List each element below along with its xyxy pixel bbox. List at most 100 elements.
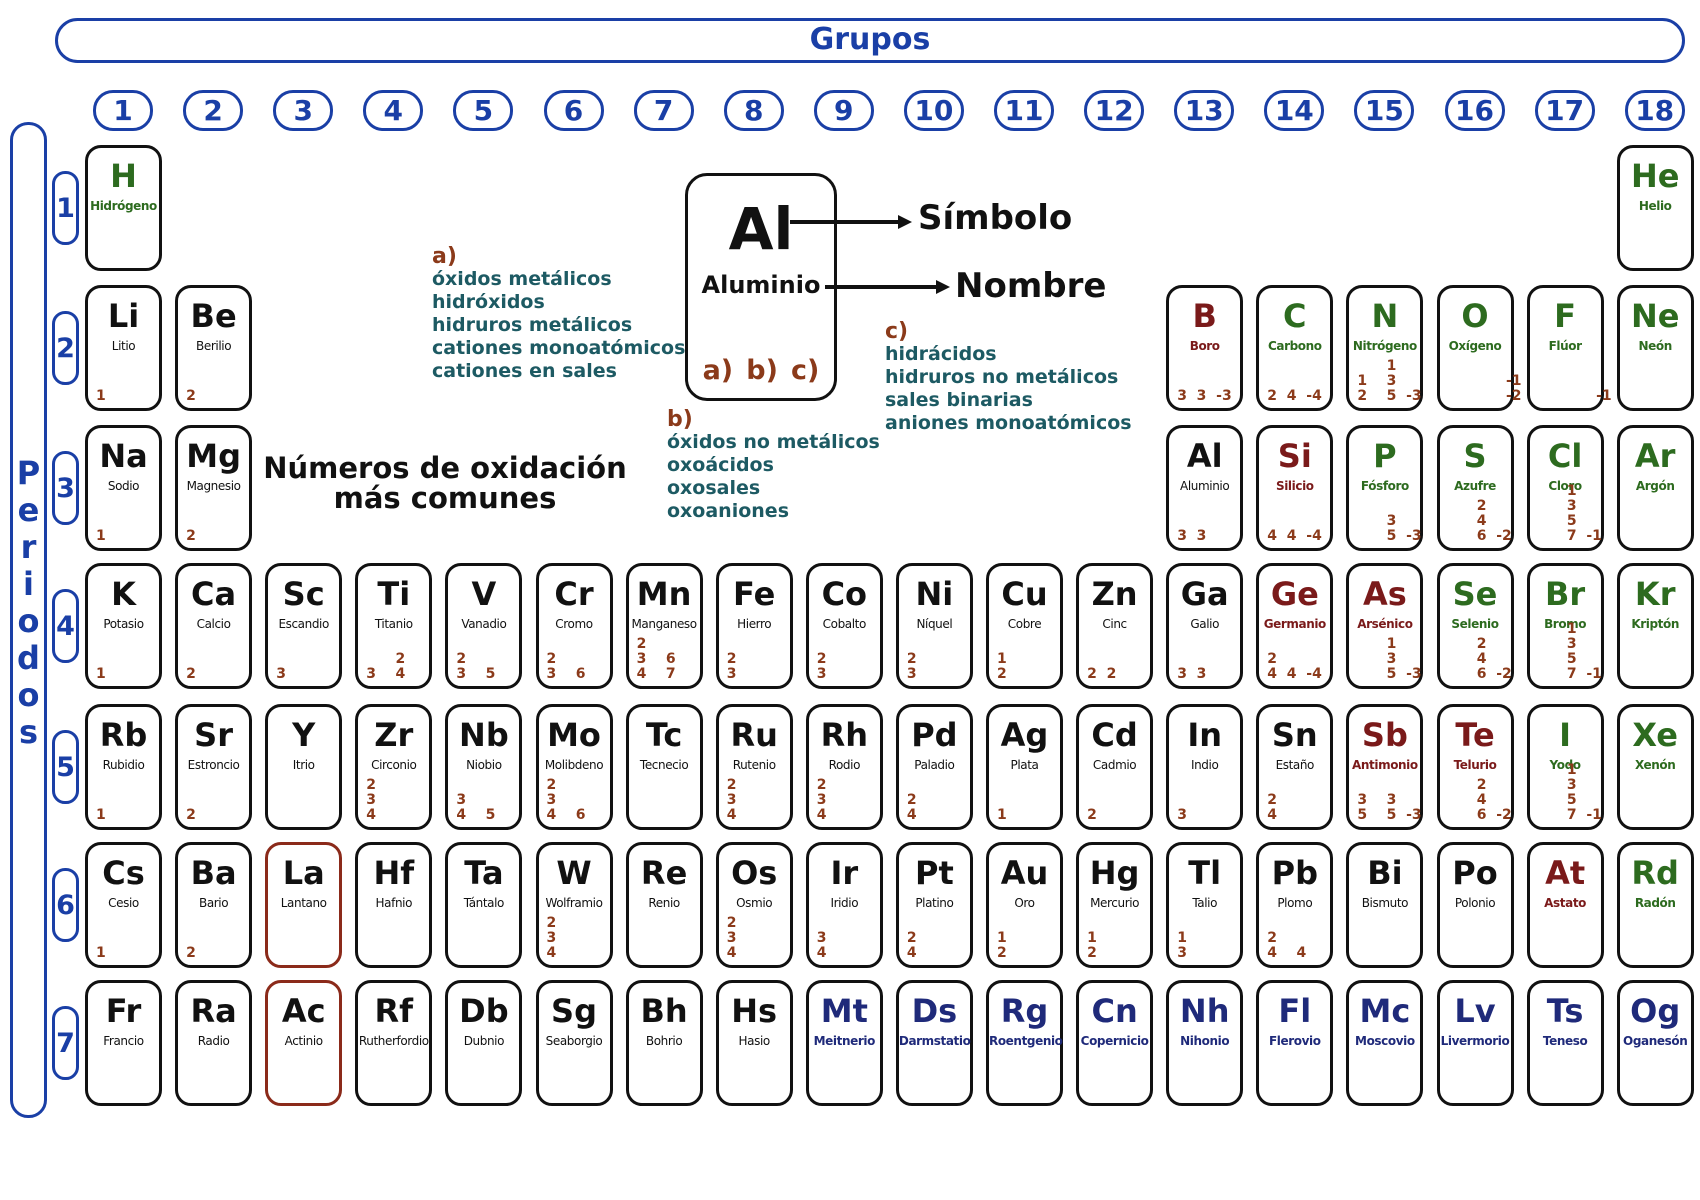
element-symbol: Sn (1271, 716, 1318, 754)
annotation-a-line: cationes en sales (432, 360, 617, 382)
oxidation-numbers: 1 (96, 388, 106, 404)
element-symbol: W (556, 854, 592, 892)
element-name: Osmio (736, 896, 773, 910)
oxidation-numbers: 2 4 (906, 792, 917, 823)
element-name: Actinio (284, 1034, 324, 1048)
element-symbol: Cr (554, 575, 594, 613)
group-number-12: 12 (1084, 90, 1145, 131)
element-name: Dubnio (463, 1034, 505, 1048)
element-name: Cadmio (1092, 758, 1137, 772)
element-symbol: As (1362, 575, 1407, 613)
element-name: Xenón (1634, 758, 1676, 772)
annotation-c-line: sales binarias (885, 389, 1033, 411)
annotation-a-line: óxidos metálicos (432, 268, 612, 290)
oxidation-numbers: 3 3 -3 (1177, 388, 1232, 404)
element-symbol: Rb (99, 716, 148, 754)
element-symbol: N (1371, 297, 1399, 335)
arrow-head-icon (898, 215, 912, 229)
element-symbol: Sb (1361, 716, 1408, 754)
element-symbol: In (1187, 716, 1223, 754)
element-symbol: Bi (1367, 854, 1403, 892)
element-name: Roentgenio (989, 1034, 1063, 1048)
element-name: Seaborgio (545, 1034, 603, 1048)
element-name: Flúor (1548, 339, 1582, 353)
oxidation-numbers: 2 4 (1267, 792, 1278, 823)
oxidation-numbers: 2 4 4 -4 (1267, 651, 1322, 682)
oxidation-numbers: -1 (1537, 388, 1612, 404)
element-name: Escandio (278, 617, 329, 631)
oxidation-numbers: 1 (96, 528, 106, 544)
element-symbol: La (282, 854, 325, 892)
element-symbol: Cs (102, 854, 145, 892)
oxidation-numbers: 3 3 5 5 -3 (1357, 792, 1422, 823)
element-symbol: Na (99, 437, 148, 475)
element-name: Hafnio (375, 896, 413, 910)
oxidation-numbers: 1 2 (997, 930, 1007, 961)
element-symbol: Ds (911, 992, 958, 1030)
group-number-15: 15 (1354, 90, 1415, 131)
element-name: Rodio (828, 758, 861, 772)
element-symbol: B (1192, 297, 1217, 335)
element-name: Hasio (738, 1034, 771, 1048)
legend-abc: a) b) c) (696, 355, 826, 386)
group-number-5: 5 (453, 90, 514, 131)
element-name: Livermorio (1440, 1034, 1510, 1048)
annotation-a-line: cationes monoatómicos (432, 337, 686, 359)
oxidation-numbers: 2 (186, 388, 196, 404)
element-symbol: Ga (1180, 575, 1229, 613)
annotation-b-line: oxosales (667, 477, 761, 499)
element-symbol: Co (821, 575, 868, 613)
oxidation-numbers: 2 3 4 (546, 915, 557, 961)
element-name: Argón (1635, 479, 1675, 493)
element-name: Berilio (196, 339, 232, 353)
group-number-9: 9 (813, 90, 874, 131)
annotation-c-line: aniones monoatómicos (885, 412, 1132, 434)
element-name: Astato (1544, 896, 1587, 910)
element-symbol: Ca (191, 575, 237, 613)
element-symbol: Ac (281, 992, 326, 1030)
oxidation-numbers: 3 3 (1177, 528, 1207, 544)
element-name: Neón (1638, 339, 1673, 353)
element-symbol: Mc (1359, 992, 1411, 1030)
element-symbol: F (1554, 297, 1577, 335)
element-symbol: Br (1545, 575, 1586, 613)
oxidation-numbers: 2 4 6 -2 (1476, 777, 1512, 823)
oxidation-numbers: 2 3 5 (456, 651, 496, 682)
element-name: Telurio (1453, 758, 1497, 772)
group-number-18: 18 (1624, 90, 1685, 131)
element-symbol: Al (1186, 437, 1223, 475)
element-name: Manganeso (631, 617, 697, 631)
oxidation-numbers: 2 3 (726, 651, 737, 682)
oxidation-numbers: 1 3 5 7 -1 (1566, 762, 1602, 823)
element-symbol: O (1461, 297, 1489, 335)
element-symbol: Cu (1001, 575, 1048, 613)
oxidation-numbers: 2 (186, 945, 196, 961)
element-name: Renio (648, 896, 680, 910)
annotation-a-line: hidruros metálicos (432, 314, 633, 336)
